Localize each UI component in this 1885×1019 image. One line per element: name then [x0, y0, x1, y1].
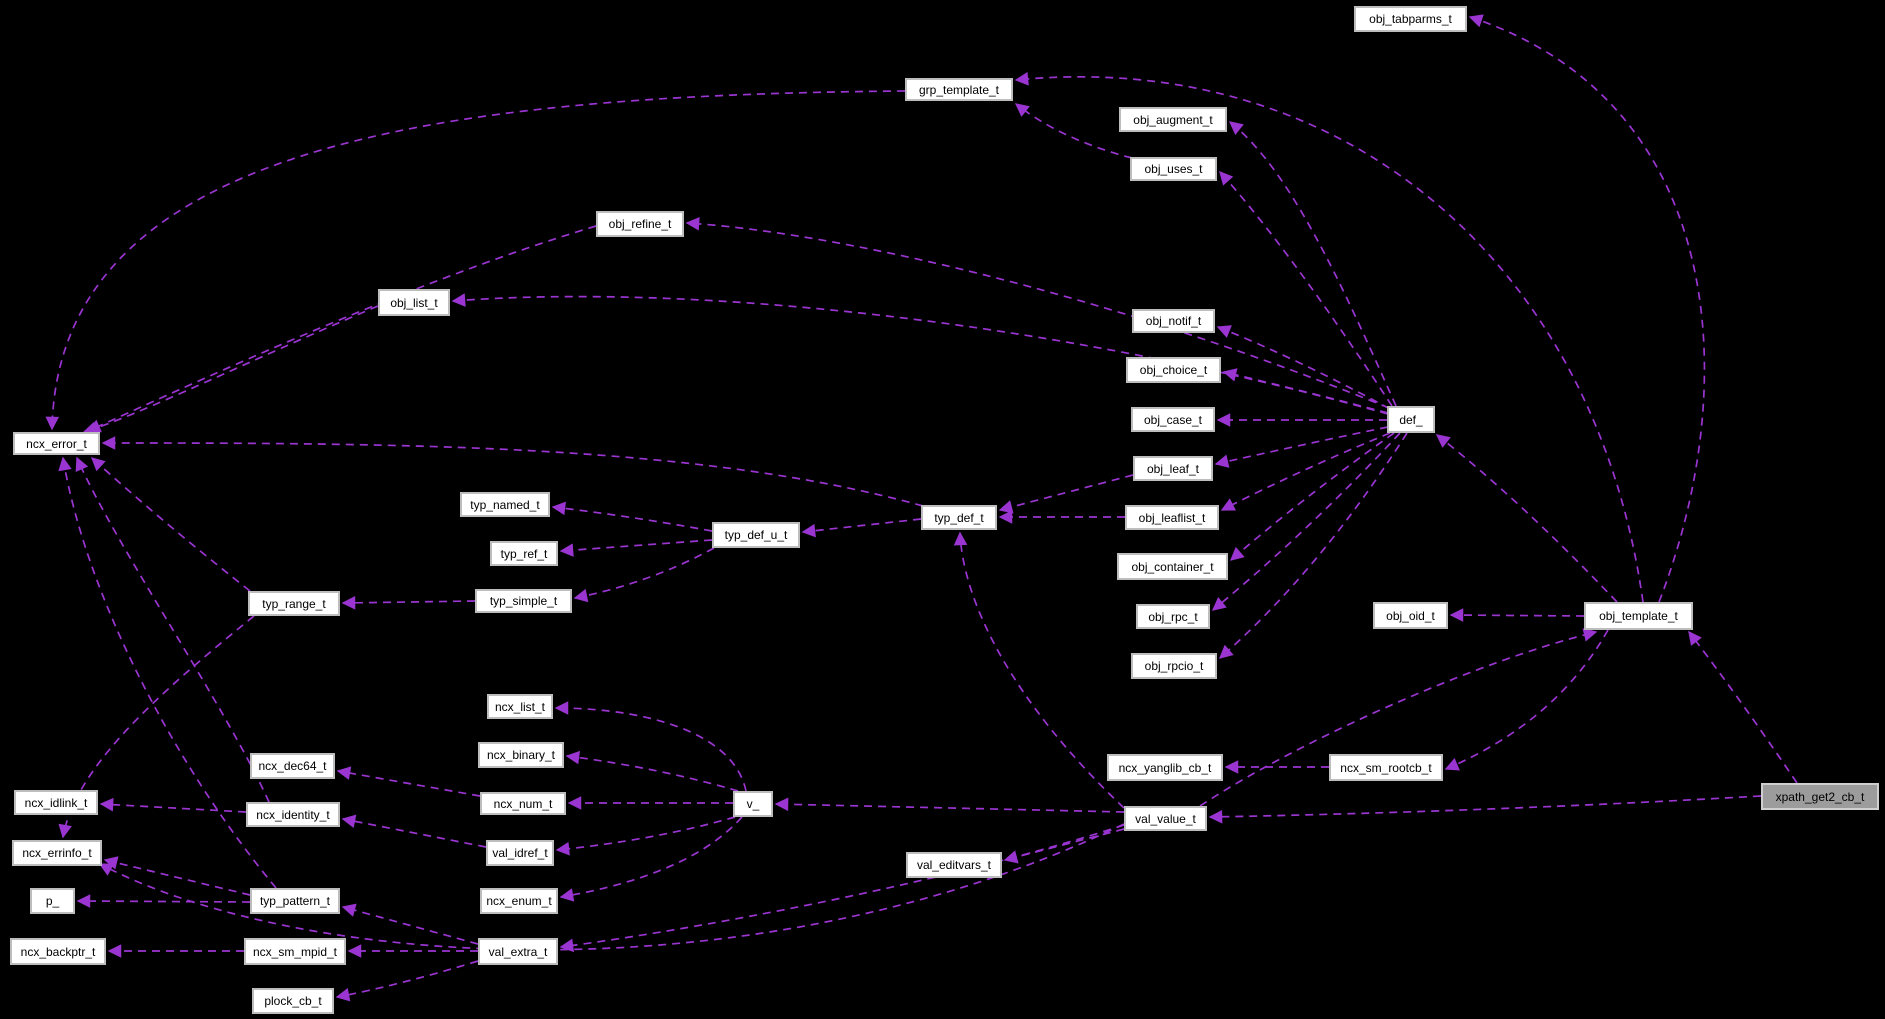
node-typ_def_t[interactable]: typ_def_t — [921, 505, 997, 530]
edge-ncx_num_t--ncx_dec64_t — [336, 766, 481, 797]
node-ncx_identity_t[interactable]: ncx_identity_t — [246, 802, 340, 827]
edge-obj_template_t--grp_template_t — [1014, 72, 1644, 603]
edge-obj_template_t--ncx_sm_rootcb_t — [1444, 629, 1609, 771]
edge-def_--obj_leaf_t — [1214, 426, 1389, 468]
node-ncx_error_t[interactable]: ncx_error_t — [13, 432, 100, 455]
edge-typ_def_u_t--typ_named_t — [551, 501, 713, 532]
edge-def_--obj_rpc_t — [1211, 432, 1401, 611]
node-obj_rpc_t[interactable]: obj_rpc_t — [1136, 604, 1210, 629]
edge-val_value_t--obj_template_t — [1199, 628, 1598, 807]
node-obj_list_t[interactable]: obj_list_t — [378, 289, 450, 316]
node-obj_oid_t[interactable]: obj_oid_t — [1373, 602, 1448, 629]
edge-def_--obj_rpcio_t — [1218, 432, 1408, 659]
node-p_[interactable]: p_ — [30, 888, 75, 914]
edge-val_idref_t--ncx_identity_t — [341, 814, 487, 848]
edge-grp_template_t--ncx_error_t — [45, 90, 906, 431]
node-typ_def_u_t[interactable]: typ_def_u_t — [712, 522, 800, 548]
node-obj_template_t[interactable]: obj_template_t — [1584, 602, 1693, 630]
edge-val_value_t--val_editvars_t — [1003, 828, 1125, 864]
node-ncx_errinfo_t[interactable]: ncx_errinfo_t — [12, 840, 102, 866]
edge-typ_def_u_t--typ_simple_t — [573, 547, 715, 603]
edge-obj_template_t--def_ — [1435, 434, 1618, 603]
node-obj_rpcio_t[interactable]: obj_rpcio_t — [1131, 653, 1217, 679]
node-obj_container_t[interactable]: obj_container_t — [1117, 553, 1228, 580]
node-obj_case_t[interactable]: obj_case_t — [1131, 407, 1215, 432]
node-obj_notif_t[interactable]: obj_notif_t — [1132, 309, 1215, 333]
node-obj_leaflist_t[interactable]: obj_leaflist_t — [1125, 505, 1219, 530]
edge-obj_leaf_t--typ_def_t — [998, 474, 1134, 514]
edge-typ_range_t--ncx_error_t — [90, 457, 251, 592]
node-v_[interactable]: v_ — [733, 791, 773, 817]
node-ncx_backptr_t[interactable]: ncx_backptr_t — [10, 938, 106, 965]
node-def_[interactable]: def_ — [1387, 406, 1435, 433]
edge-obj_template_t--obj_tabparms_t — [1468, 14, 1706, 603]
edge-xpath_get2_cb_t--val_value_t — [1208, 795, 1762, 824]
node-grp_template_t[interactable]: grp_template_t — [905, 78, 1013, 101]
node-ncx_sm_rootcb_t[interactable]: ncx_sm_rootcb_t — [1329, 754, 1443, 781]
edge-typ_def_t--ncx_error_t — [101, 436, 924, 507]
edge-val_value_t--typ_def_t — [953, 531, 1125, 809]
edge-typ_pattern_t--p_ — [76, 894, 251, 908]
node-ncx_binary_t[interactable]: ncx_binary_t — [478, 742, 564, 768]
edge-def_--obj_container_t — [1229, 432, 1395, 561]
edge-typ_pattern_t--ncx_errinfo_t — [103, 856, 251, 896]
node-obj_tabparms_t[interactable]: obj_tabparms_t — [1354, 6, 1467, 32]
edge-val_extra_t--typ_pattern_t — [341, 903, 479, 945]
node-obj_leaf_t[interactable]: obj_leaf_t — [1133, 456, 1213, 481]
node-val_extra_t[interactable]: val_extra_t — [478, 938, 558, 965]
edge-obj_refine_t--ncx_error_t — [86, 225, 597, 433]
node-ncx_num_t[interactable]: ncx_num_t — [480, 792, 566, 815]
edge-v_--val_idref_t — [555, 816, 736, 856]
edge-typ_pattern_t--ncx_error_t — [58, 456, 277, 889]
node-typ_pattern_t[interactable]: typ_pattern_t — [250, 888, 340, 914]
edge-ncx_identity_t--ncx_idlink_t — [99, 797, 247, 813]
edge-v_--ncx_enum_t — [559, 816, 743, 902]
node-ncx_yanglib_cb_t[interactable]: ncx_yanglib_cb_t — [1107, 754, 1223, 781]
node-val_editvars_t[interactable]: val_editvars_t — [906, 852, 1002, 878]
node-ncx_list_t[interactable]: ncx_list_t — [487, 694, 553, 719]
edge-obj_template_t--obj_oid_t — [1449, 608, 1585, 622]
edge-v_--ncx_list_t — [554, 701, 747, 792]
edge-val_extra_t--plock_cb_t — [335, 960, 479, 1002]
edge-v_--ncx_binary_t — [565, 750, 739, 792]
edge-def_--obj_choice_t — [1222, 368, 1389, 414]
node-xpath_get2_cb_t[interactable]: xpath_get2_cb_t — [1761, 783, 1879, 810]
node-obj_choice_t[interactable]: obj_choice_t — [1126, 357, 1221, 383]
edge-ncx_identity_t--ncx_error_t — [75, 456, 270, 803]
edge-def_--obj_augment_t — [1228, 121, 1397, 407]
node-ncx_enum_t[interactable]: ncx_enum_t — [480, 888, 558, 914]
edge-def_--obj_leaflist_t — [1220, 432, 1391, 511]
edge-typ_def_u_t--typ_ref_t — [559, 539, 713, 557]
node-typ_ref_t[interactable]: typ_ref_t — [490, 541, 558, 566]
node-plock_cb_t[interactable]: plock_cb_t — [252, 988, 334, 1014]
node-ncx_dec64_t[interactable]: ncx_dec64_t — [250, 753, 335, 779]
edge-def_--obj_uses_t — [1219, 170, 1393, 407]
edge-val_value_t--v_ — [774, 797, 1125, 813]
node-obj_refine_t[interactable]: obj_refine_t — [596, 211, 684, 237]
edge-typ_def_t--typ_def_u_t — [801, 518, 922, 538]
edge-typ_simple_t--typ_range_t — [341, 596, 476, 610]
edge-def_--obj_notif_t — [1216, 325, 1391, 410]
node-obj_uses_t[interactable]: obj_uses_t — [1130, 157, 1217, 181]
edge-xpath_get2_cb_t--obj_template_t — [1688, 630, 1798, 784]
edge-val_value_t--ncx_errinfo_t — [98, 823, 1125, 951]
node-typ_range_t[interactable]: typ_range_t — [248, 591, 340, 616]
node-typ_simple_t[interactable]: typ_simple_t — [475, 589, 572, 613]
edge-def_--obj_refine_t — [685, 216, 1390, 409]
node-val_value_t[interactable]: val_value_t — [1124, 806, 1207, 831]
node-ncx_sm_mpid_t[interactable]: ncx_sm_mpid_t — [244, 938, 346, 965]
edge-val_value_t--val_extra_t — [559, 824, 1125, 953]
node-obj_augment_t[interactable]: obj_augment_t — [1119, 107, 1227, 132]
edge-obj_uses_t--grp_template_t — [1014, 103, 1133, 159]
node-ncx_idlink_t[interactable]: ncx_idlink_t — [14, 790, 98, 815]
node-val_idref_t[interactable]: val_idref_t — [486, 840, 554, 866]
node-typ_named_t[interactable]: typ_named_t — [460, 492, 550, 517]
edge-def_--obj_list_t — [451, 293, 1389, 415]
